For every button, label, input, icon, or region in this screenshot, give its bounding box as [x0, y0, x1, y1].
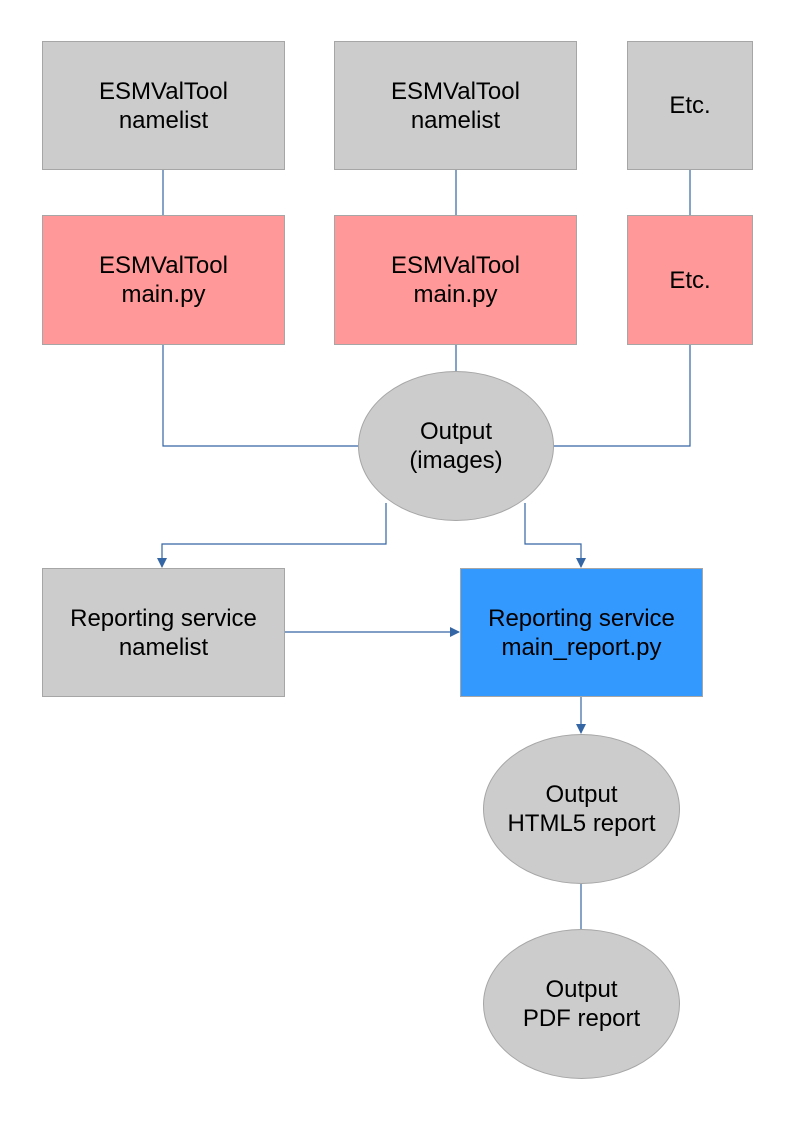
node-label-line: Reporting service [70, 604, 257, 632]
node-label-line: Etc. [669, 266, 711, 294]
node-label-line: ESMValTool [99, 252, 228, 279]
esmvaltool-namelist-box-1: ESMValTool namelist [42, 41, 285, 170]
output-images-ellipse: Output (images) [358, 371, 554, 521]
connector-main-1-to-output-images [162, 345, 358, 447]
output-pdf-report-ellipse: Output PDF report [483, 929, 680, 1079]
reporting-service-namelist-box: Reporting service namelist [42, 568, 285, 697]
node-label-line: Etc. [669, 92, 711, 119]
reporting-service-main-box: Reporting service main_report.py [460, 568, 703, 697]
node-label-line: Output [545, 781, 618, 808]
node-label-line: Output [545, 976, 618, 1003]
node-label-line: Output [419, 418, 493, 445]
arrow-output-images-to-reporting-main [524, 503, 586, 568]
node-label-line: namelist [410, 106, 501, 134]
node-label-line: ESMValTool [391, 252, 520, 279]
node-label-line: (images) [409, 447, 503, 474]
node-label-line: main.py [413, 281, 498, 308]
node-label-line: ESMValTool [99, 77, 228, 105]
connector-main-etc-to-output-images [554, 345, 691, 447]
node-label-line: ESMValTool [391, 77, 520, 105]
node-label-line: Reporting service [488, 604, 675, 632]
esmvaltool-namelist-box-2: ESMValTool namelist [334, 41, 577, 170]
esmvaltool-main-box-1: ESMValTool main.py [42, 215, 285, 345]
etc-main-box: Etc. [627, 215, 753, 345]
node-label-line: PDF report [522, 1005, 641, 1032]
node-label-line: main.py [121, 281, 206, 308]
etc-namelist-box: Etc. [627, 41, 753, 170]
output-html5-report-ellipse: Output HTML5 report [483, 734, 680, 884]
node-label-line: namelist [118, 106, 209, 134]
arrow-output-images-to-reporting-namelist [157, 503, 387, 568]
node-label-line: namelist [118, 633, 209, 661]
node-label-line: HTML5 report [507, 810, 656, 837]
esmvaltool-main-box-2: ESMValTool main.py [334, 215, 577, 345]
node-label-line: main_report.py [501, 633, 662, 661]
